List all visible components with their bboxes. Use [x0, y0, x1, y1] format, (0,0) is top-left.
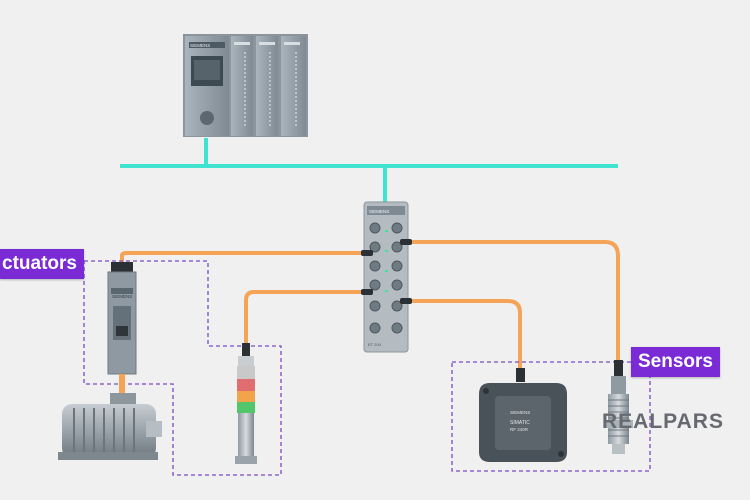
- starter-brand-text: SIEMENS: [112, 294, 132, 299]
- proximity-sensor: [604, 360, 633, 454]
- io-brand-text: SIEMENS: [369, 209, 389, 214]
- plc-rack: SIEMENS: [183, 34, 308, 137]
- plc-brand-text: SIEMENS: [190, 43, 210, 48]
- rfid-brand-text: SIEMENS: [510, 410, 530, 415]
- rfid-reader: SIEMENS SIMATIC RF 240R: [479, 368, 567, 462]
- sensor-group-outline: [451, 361, 651, 472]
- stack-light: [235, 343, 257, 464]
- realpars-logo: REALPARS: [602, 410, 724, 433]
- actuators-label: ctuators: [0, 249, 84, 279]
- rfid-line2-text: RF 240R: [510, 427, 529, 432]
- io-model-text: ET 200: [368, 342, 382, 347]
- motor-starter: SIEMENS: [107, 262, 137, 396]
- io-cables: [120, 240, 620, 372]
- rfid-line1-text: SIMATIC: [510, 420, 530, 426]
- electric-motor: [58, 393, 162, 460]
- sensors-label: Sensors: [631, 347, 720, 377]
- ethernet-bus: [120, 138, 618, 203]
- io-module: SIEMENS ET 200: [361, 201, 412, 353]
